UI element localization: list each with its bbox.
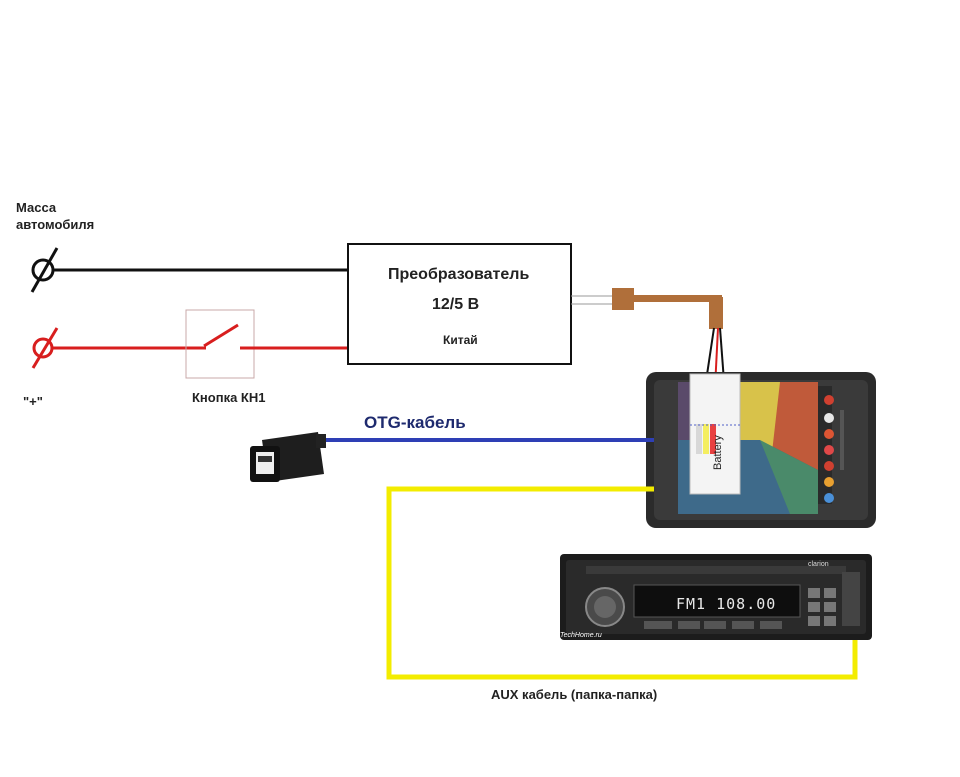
aux-wire (386, 486, 858, 680)
battery-label: Battery (712, 435, 724, 470)
ground-label-line2: автомобиля (16, 217, 95, 232)
converter-origin: Китай (443, 333, 478, 347)
car-radio (560, 554, 872, 640)
converter-voltage: 12/5 В (432, 296, 480, 313)
button-label: Кнопка КН1 (192, 390, 266, 405)
converter-box (347, 243, 572, 365)
converter-title: Преобразователь (388, 266, 530, 283)
radio-display-text: FM1 108.00 (676, 595, 777, 613)
ground-label: Масса автомобиля (16, 199, 94, 233)
aux-label: AUX кабель (папка-папка) (491, 687, 658, 702)
ground-label-line1: Масса (16, 200, 57, 215)
watermark: TechHome.ru (560, 632, 602, 639)
battery-pack (689, 373, 741, 495)
plus-label: "+" (23, 394, 43, 409)
otg-label: OTG-кабель (364, 413, 466, 432)
usb-plug (250, 432, 326, 482)
radio-brand: clarion (808, 561, 829, 568)
button-kn1 (185, 309, 255, 379)
tablet (646, 372, 876, 528)
